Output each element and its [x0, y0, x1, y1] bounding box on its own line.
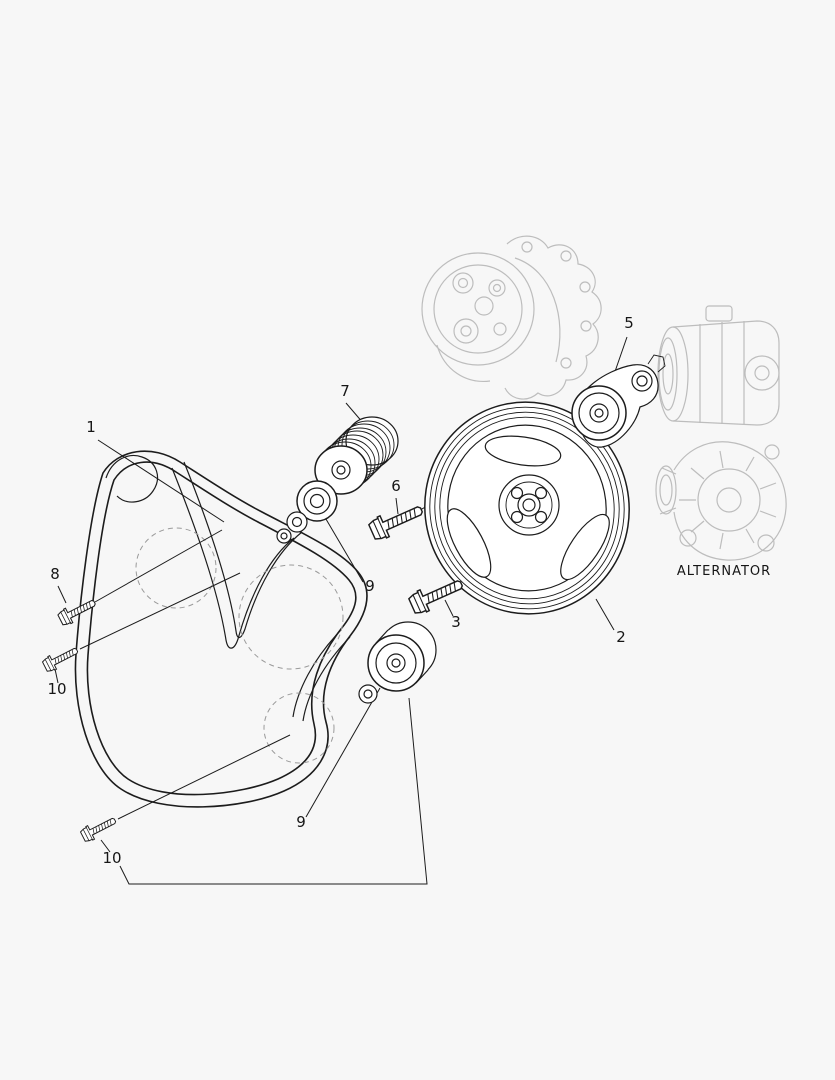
idler-pulley-ribbed — [314, 416, 399, 495]
pulley-hub — [498, 474, 560, 536]
power-steering-pump-ghost — [421, 235, 602, 400]
belt-tensioner — [571, 354, 666, 448]
callout-8: 8 — [50, 565, 60, 583]
callout-2: 2 — [616, 628, 626, 646]
idler-pulley-smooth — [358, 621, 437, 704]
callout-labels: 1 2 3 5 6 7 8 9 9 10 10 ALTERNATOR — [47, 314, 771, 867]
leader-callout-9a — [322, 513, 364, 583]
bolt-10b — [78, 813, 119, 844]
leader-callout-6 — [395, 497, 399, 515]
callout-9b: 9 — [296, 813, 306, 831]
belt-fold-crease — [292, 629, 342, 718]
leader-callout-8 — [57, 585, 67, 604]
callout-10a: 10 — [47, 680, 66, 698]
bolt-10a-axis — [79, 572, 241, 650]
drive-belt — [74, 450, 368, 808]
leader-callout-1 — [97, 439, 225, 523]
ac-compressor-ghost — [657, 305, 780, 426]
bolt-8-axis — [94, 529, 223, 603]
belt-top-loop — [105, 455, 159, 503]
group-bracket — [119, 697, 428, 885]
leader-callout-10b — [100, 839, 111, 853]
pulley-spoke-slots — [446, 435, 610, 581]
leader-lines — [54, 336, 628, 885]
belt-fold-crease — [183, 461, 303, 639]
callout-6: 6 — [391, 477, 401, 495]
idler-bearing-upper — [276, 480, 338, 544]
leader-callout-2 — [595, 598, 615, 631]
callout-1: 1 — [86, 418, 96, 436]
phantom-pulley-outlines — [135, 527, 344, 764]
leader-callout-3 — [444, 599, 454, 617]
callout-9a: 9 — [365, 577, 375, 595]
callout-5: 5 — [624, 314, 634, 332]
bolt-10a — [40, 643, 81, 674]
callout-7: 7 — [340, 382, 350, 400]
callout-3: 3 — [451, 613, 461, 631]
leader-callout-9b — [305, 687, 381, 818]
bolt-10b-axis — [117, 734, 291, 820]
alternator-ghost — [655, 441, 787, 561]
leader-callout-10a — [54, 668, 59, 684]
callout-10b: 10 — [102, 849, 121, 867]
belt-fold-crease — [302, 636, 351, 722]
alternator-fins — [679, 450, 777, 550]
belt-fold-crease — [171, 467, 295, 649]
pump-pulley — [424, 401, 630, 615]
alternator-label: ALTERNATOR — [677, 564, 771, 579]
